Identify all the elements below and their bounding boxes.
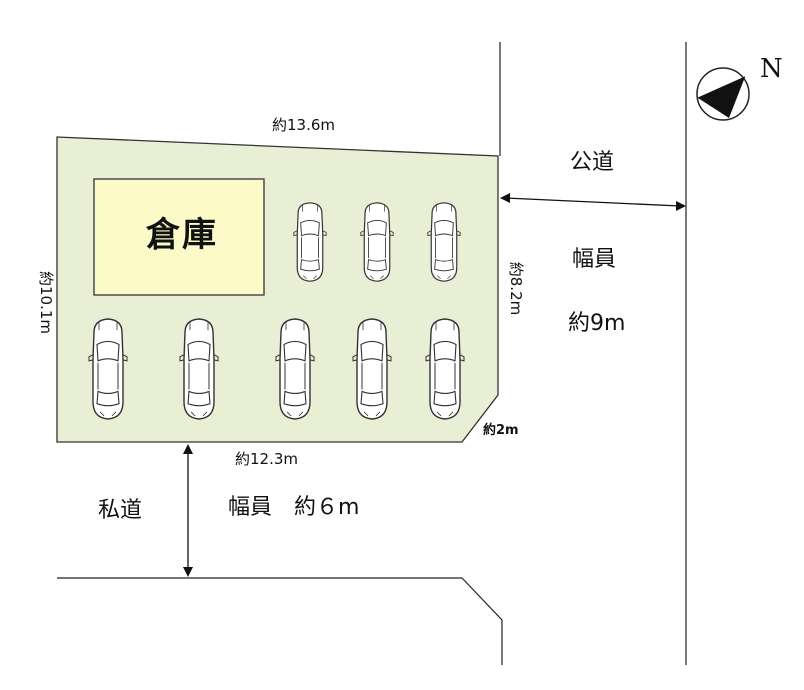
- left-side-length: 約10.1m: [37, 270, 56, 335]
- parking-space-car: [179, 318, 219, 420]
- parking-space-car: [352, 318, 392, 420]
- north-label: N: [760, 54, 783, 84]
- public-road-width-label: 幅員: [572, 247, 617, 272]
- public-road-width-arrow: [500, 193, 686, 211]
- right-side-length: 約8.2m: [507, 261, 526, 316]
- parking-space-car: [293, 202, 327, 282]
- top-side-length: 約13.6m: [272, 116, 336, 134]
- parking-space-car: [275, 318, 315, 420]
- private-road-width-text: 幅員 約６m: [228, 495, 360, 520]
- private-road-label: 私道: [98, 498, 143, 523]
- north-arrow-icon: [696, 67, 750, 121]
- warehouse-building: [93, 178, 265, 296]
- private-road-edge-right: [461, 577, 503, 665]
- parking-space-car: [425, 318, 465, 420]
- warehouse-label: 倉庫: [146, 215, 218, 255]
- parking-space-car: [360, 202, 394, 282]
- parking-space-car: [88, 318, 128, 420]
- parking-space-car: [427, 202, 461, 282]
- bottom-side-length: 約12.3m: [235, 450, 299, 468]
- public-road-label: 公道: [570, 150, 615, 175]
- private-road-width-arrow: [183, 444, 193, 577]
- corner-length: 約2m: [483, 423, 519, 438]
- public-road-width-value: 約9m: [568, 311, 626, 336]
